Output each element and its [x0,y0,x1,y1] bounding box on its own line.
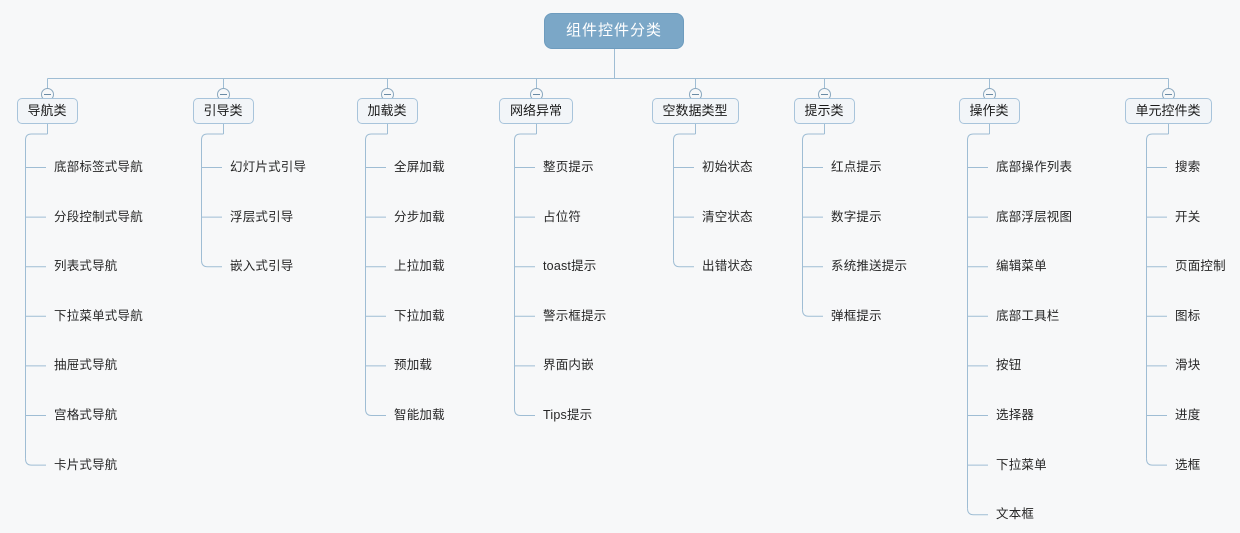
leaf-node-label[interactable]: 底部浮层视图 [996,209,1073,224]
leaf-node-label[interactable]: 底部工具栏 [996,308,1060,323]
leaf-node-label[interactable]: 图标 [1175,308,1201,323]
leaf-node-label[interactable]: 列表式导航 [54,259,118,274]
leaf-node-label[interactable]: 下拉菜单式导航 [54,308,143,323]
category-node[interactable]: 提示类 [793,98,855,124]
leaf-node-label[interactable]: 智能加载 [394,408,445,422]
category-node[interactable]: 操作类 [958,98,1020,124]
leaf-node-label[interactable]: 文本框 [996,507,1035,522]
leaf-node-label[interactable]: 红点提示 [831,160,882,174]
leaf-node-label[interactable]: 选框 [1175,457,1201,472]
leaf-node-label[interactable]: 底部操作列表 [996,160,1073,174]
leaf-node-label[interactable]: 进度 [1175,408,1201,422]
leaf-node-label[interactable]: 初始状态 [702,160,753,174]
leaf-node-label[interactable]: 出错状态 [702,259,753,274]
leaf-node-label[interactable]: 分段控制式导航 [54,209,143,224]
leaf-node-label[interactable]: 分步加载 [394,209,445,224]
leaf-node-label[interactable]: 整页提示 [543,160,594,174]
leaf-node-label[interactable]: Tips提示 [543,408,593,422]
leaf-node-label[interactable]: 数字提示 [831,209,882,224]
leaf-node-label[interactable]: 开关 [1175,209,1201,224]
leaf-node-label[interactable]: 下拉菜单 [996,457,1047,472]
leaf-node-label[interactable]: 系统推送提示 [831,259,908,274]
leaf-node-label[interactable]: 搜索 [1175,160,1201,174]
category-node[interactable]: 空数据类型 [651,98,739,124]
leaf-node-label[interactable]: 卡片式导航 [54,457,118,472]
category-node[interactable]: 加载类 [356,98,418,124]
leaf-node-label[interactable]: 编辑菜单 [996,259,1047,274]
leaf-node-label[interactable]: 底部标签式导航 [54,160,143,174]
category-node[interactable]: 导航类 [16,98,78,124]
category-node[interactable]: 网络异常 [499,98,574,124]
leaf-node-label[interactable]: 警示框提示 [543,308,607,323]
category-node[interactable]: 引导类 [192,98,254,124]
leaf-node-label[interactable]: 清空状态 [702,209,753,224]
leaf-node-label[interactable]: 嵌入式引导 [230,259,294,274]
leaf-node-label[interactable]: 抽屉式导航 [54,358,118,373]
leaf-node-label[interactable]: 弹框提示 [831,308,882,323]
root-node[interactable]: 组件控件分类 [544,13,684,49]
leaf-node-label[interactable]: 滑块 [1175,358,1201,373]
leaf-node-label[interactable]: 上拉加载 [394,259,445,274]
leaf-node-label[interactable]: 按钮 [996,358,1022,373]
leaf-node-label[interactable]: 页面控制 [1175,259,1226,274]
leaf-node-label[interactable]: toast提示 [543,259,597,274]
leaf-node-label[interactable]: 宫格式导航 [54,408,118,422]
leaf-node-label[interactable]: 下拉加载 [394,308,445,323]
leaf-node-label[interactable]: 幻灯片式引导 [230,160,307,174]
leaf-node-label[interactable]: 全屏加载 [394,160,445,174]
category-node[interactable]: 单元控件类 [1124,98,1212,124]
leaf-node-label[interactable]: 预加载 [394,358,433,373]
leaf-node-label[interactable]: 占位符 [543,209,582,224]
leaf-node-label[interactable]: 浮层式引导 [230,209,294,224]
leaf-node-label[interactable]: 界面内嵌 [543,358,594,373]
leaf-node-label[interactable]: 选择器 [996,408,1035,422]
